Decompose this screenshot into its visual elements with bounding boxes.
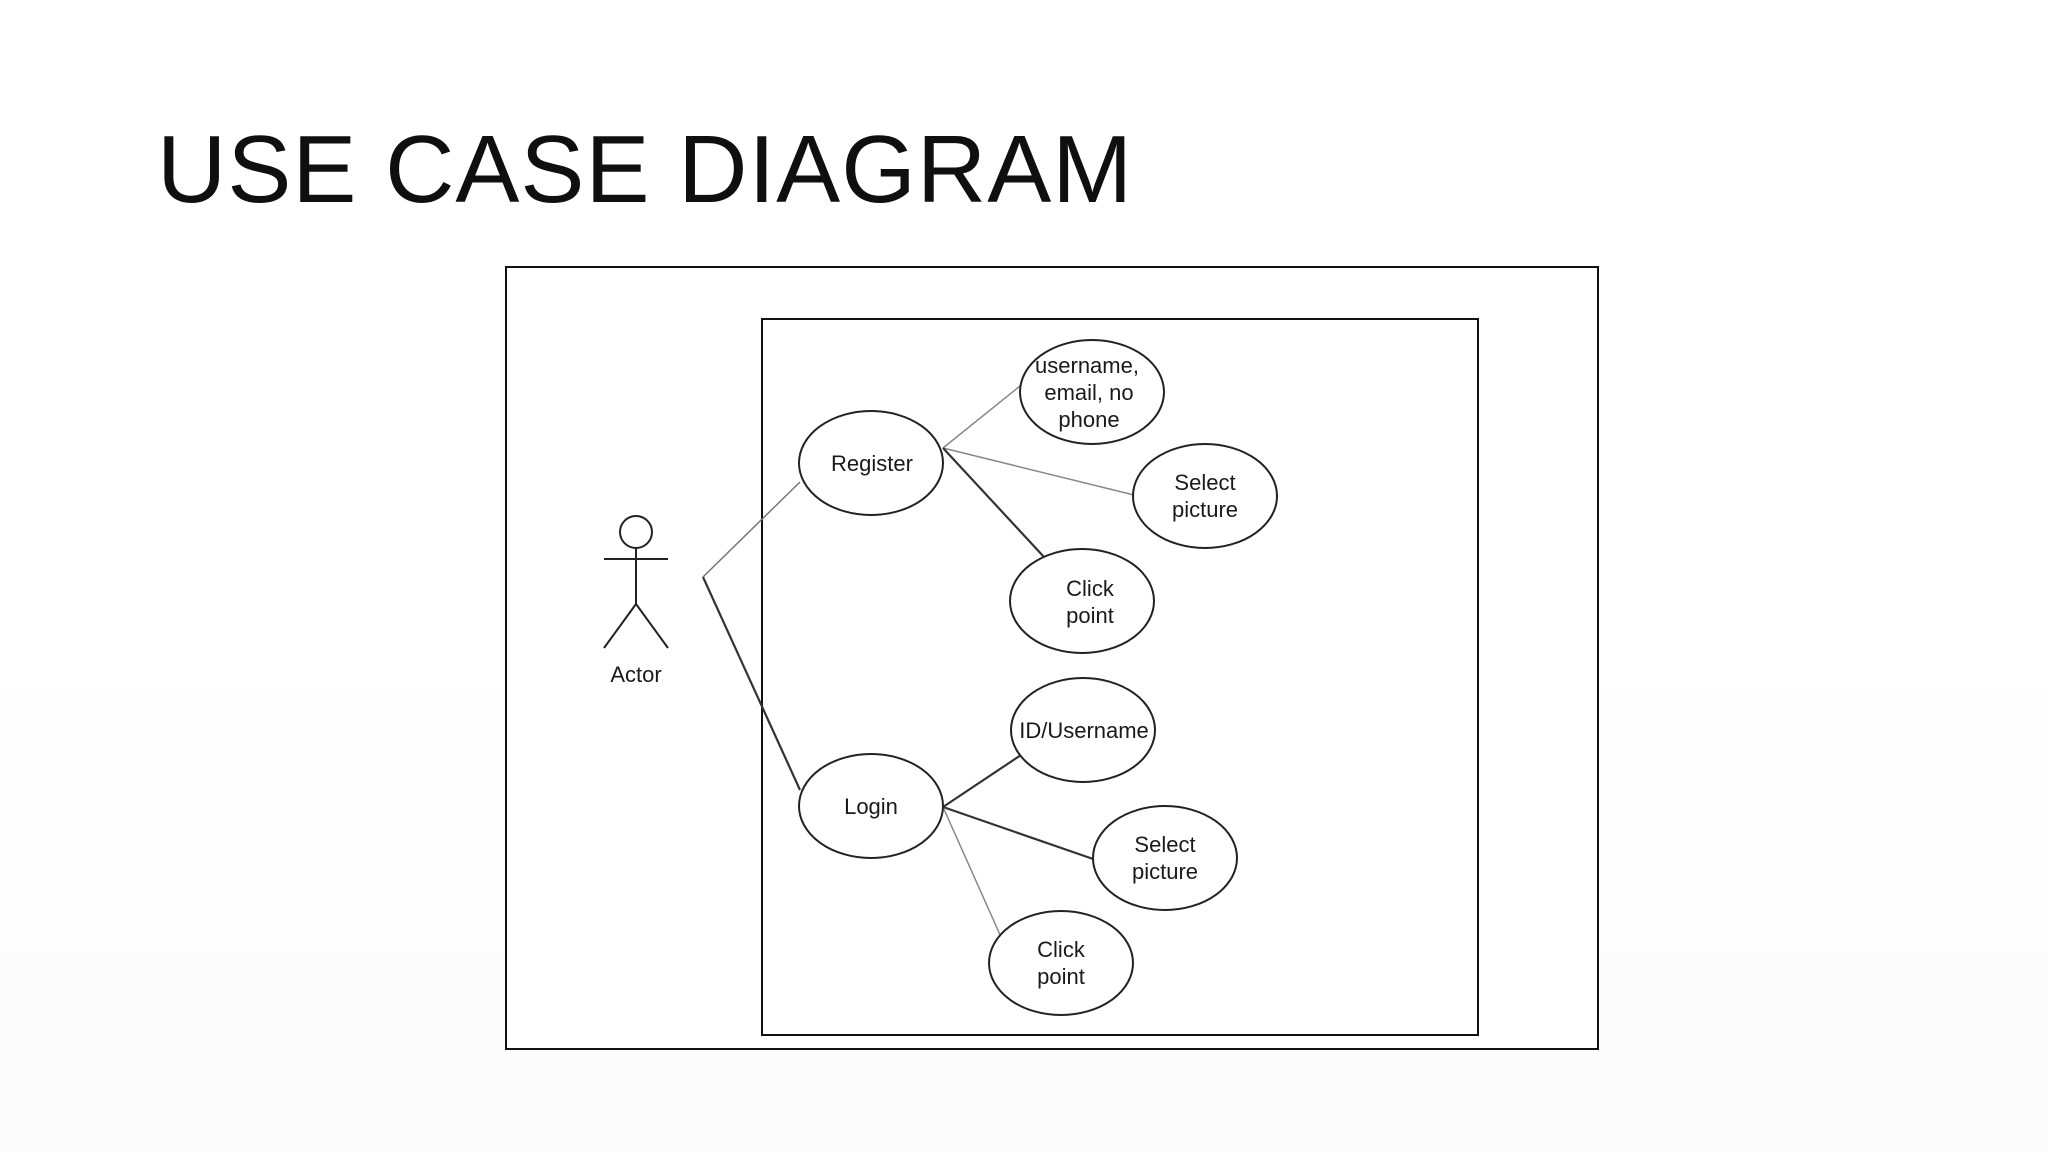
svg-text:picture: picture	[1172, 497, 1238, 522]
svg-text:picture: picture	[1132, 859, 1198, 884]
use-case-login: Login	[798, 753, 944, 859]
system-boundary	[761, 318, 1479, 1036]
svg-text:Select: Select	[1174, 470, 1235, 495]
use-case-register-click-point: Click point	[1009, 548, 1155, 654]
svg-text:Login: Login	[844, 794, 898, 819]
svg-text:email, no: email, no	[1044, 380, 1133, 405]
association-lines	[701, 385, 1135, 938]
svg-text:point: point	[1037, 964, 1085, 989]
slide-title: USE CASE DIAGRAM	[157, 116, 1134, 223]
actor-figure	[603, 515, 669, 649]
use-case-register: Register	[798, 410, 944, 516]
svg-text:Select: Select	[1134, 832, 1195, 857]
actor-label: Actor	[610, 662, 661, 687]
use-case-register-select-picture: Select picture	[1132, 443, 1278, 549]
svg-text:phone: phone	[1058, 407, 1119, 432]
use-case-login-select-picture: Select picture	[1092, 805, 1238, 911]
svg-text:point: point	[1066, 603, 1114, 628]
svg-text:Click: Click	[1037, 937, 1086, 962]
svg-text:username,: username,	[1035, 353, 1139, 378]
use-case-login-click-point: Click point	[988, 910, 1134, 1016]
svg-text:Click: Click	[1066, 576, 1115, 601]
svg-text:Register: Register	[831, 451, 913, 476]
use-case-login-id: ID/Username	[1010, 677, 1156, 783]
use-case-user-details: username, email, no phone	[1019, 339, 1165, 445]
svg-text:ID/Username: ID/Username	[1019, 718, 1149, 743]
